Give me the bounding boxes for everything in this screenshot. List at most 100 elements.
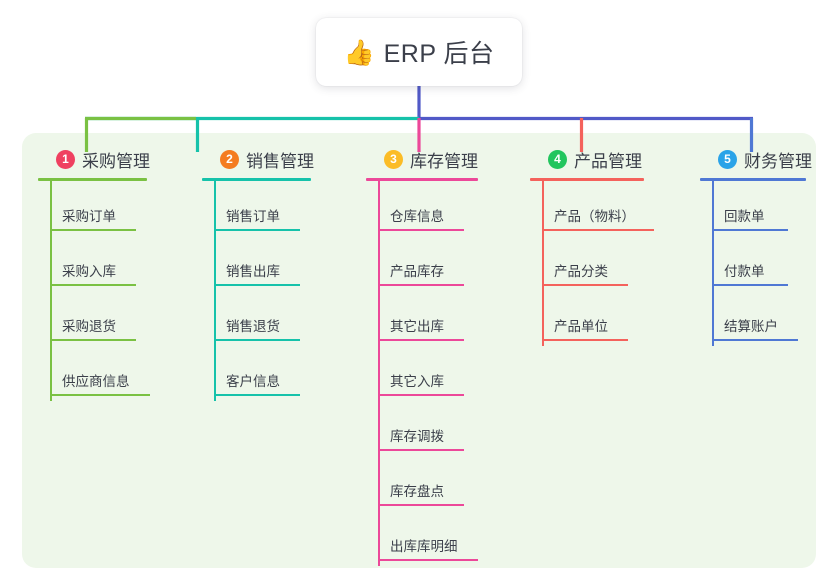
root-node[interactable]: 👍 ERP 后台	[316, 18, 522, 86]
list-item[interactable]: 仓库信息	[366, 181, 478, 236]
list-item[interactable]: 其它入库	[366, 346, 478, 401]
item-label: 其它出库	[390, 319, 444, 334]
branch-3-header[interactable]: 3 库存管理	[366, 146, 478, 172]
list-item[interactable]: 产品分类	[530, 236, 644, 291]
item-label: 采购订单	[62, 209, 116, 224]
branch-1-title: 采购管理	[82, 151, 150, 171]
branch-2: 2 销售管理 销售订单 销售出库 销售退货 客户信息	[202, 146, 314, 401]
branch-1-items: 采购订单 采购入库 采购退货 供应商信息	[38, 181, 150, 401]
item-rule	[214, 394, 300, 396]
list-item[interactable]: 产品单位	[530, 291, 644, 346]
item-label: 回款单	[724, 209, 765, 224]
list-item[interactable]: 销售出库	[202, 236, 312, 291]
list-item[interactable]: 采购订单	[38, 181, 148, 236]
list-item[interactable]: 采购退货	[38, 291, 148, 346]
branch-2-title: 销售管理	[246, 151, 314, 171]
list-item[interactable]: 库存调拨	[366, 401, 478, 456]
list-item[interactable]: 销售退货	[202, 291, 312, 346]
item-label: 产品库存	[390, 264, 444, 279]
item-rule	[712, 339, 798, 341]
branch-4-rule	[530, 178, 644, 181]
branch-1-badge: 1	[56, 149, 75, 169]
list-item[interactable]: 回款单	[700, 181, 806, 236]
item-rule	[378, 449, 464, 451]
item-label: 客户信息	[226, 374, 280, 389]
item-rule	[50, 339, 136, 341]
branch-5-rule	[700, 178, 806, 181]
item-label: 产品（物料）	[554, 209, 635, 224]
branch-4: 4 产品管理 产品（物料） 产品分类 产品单位	[530, 146, 654, 346]
item-label: 出库库明细	[390, 539, 458, 554]
item-label: 采购入库	[62, 264, 116, 279]
branch-5-items: 回款单 付款单 结算账户	[700, 181, 806, 346]
branch-1-rule	[38, 178, 147, 181]
item-label: 库存盘点	[390, 484, 444, 499]
branches-panel	[22, 133, 816, 568]
branch-4-badge: 4	[548, 149, 567, 169]
item-rule	[214, 229, 300, 231]
item-rule	[542, 339, 628, 341]
list-item[interactable]: 付款单	[700, 236, 806, 291]
item-rule	[214, 284, 300, 286]
item-label: 产品单位	[554, 319, 608, 334]
branch-5-title: 财务管理	[744, 151, 812, 171]
branch-5: 5 财务管理 回款单 付款单 结算账户	[700, 146, 812, 346]
item-label: 库存调拨	[390, 429, 444, 444]
list-item[interactable]: 产品库存	[366, 236, 478, 291]
item-label: 付款单	[724, 264, 765, 279]
item-rule	[712, 284, 788, 286]
item-rule	[50, 229, 136, 231]
branch-4-items: 产品（物料） 产品分类 产品单位	[530, 181, 654, 346]
item-rule	[542, 229, 654, 231]
branch-1: 1 采购管理 采购订单 采购入库 采购退货 供应商信息	[38, 146, 150, 401]
list-item[interactable]: 客户信息	[202, 346, 312, 401]
branch-5-spine	[712, 181, 714, 346]
list-item[interactable]: 出库库明细	[366, 511, 478, 566]
branch-4-header[interactable]: 4 产品管理	[530, 146, 644, 172]
branch-2-rule	[202, 178, 311, 181]
item-rule	[50, 394, 150, 396]
item-label: 供应商信息	[62, 374, 130, 389]
list-item[interactable]: 销售订单	[202, 181, 312, 236]
item-rule	[378, 229, 464, 231]
branch-4-spine	[542, 181, 544, 346]
item-rule	[214, 339, 300, 341]
item-rule	[378, 284, 464, 286]
item-rule	[378, 504, 464, 506]
item-rule	[50, 284, 136, 286]
list-item[interactable]: 库存盘点	[366, 456, 478, 511]
branch-3-title: 库存管理	[410, 151, 478, 171]
root-title: ERP 后台	[383, 40, 495, 68]
list-item[interactable]: 供应商信息	[38, 346, 150, 401]
list-item[interactable]: 结算账户	[700, 291, 806, 346]
item-label: 销售退货	[226, 319, 280, 334]
item-rule	[378, 394, 464, 396]
branch-1-spine	[50, 181, 52, 401]
list-item[interactable]: 采购入库	[38, 236, 148, 291]
branch-5-header[interactable]: 5 财务管理	[700, 146, 812, 172]
branch-1-header[interactable]: 1 采购管理	[38, 146, 150, 172]
item-rule	[542, 284, 628, 286]
item-rule	[378, 559, 478, 561]
item-rule	[378, 339, 464, 341]
branch-4-title: 产品管理	[574, 151, 642, 171]
branch-3-spine	[378, 181, 380, 566]
list-item[interactable]: 产品（物料）	[530, 181, 654, 236]
branch-5-badge: 5	[718, 149, 737, 169]
branch-3-badge: 3	[384, 149, 403, 169]
list-item[interactable]: 其它出库	[366, 291, 478, 346]
item-label: 销售订单	[226, 209, 280, 224]
thumbs-up-icon: 👍	[343, 38, 375, 67]
branch-2-items: 销售订单 销售出库 销售退货 客户信息	[202, 181, 312, 401]
item-rule	[712, 229, 788, 231]
branch-2-header[interactable]: 2 销售管理	[202, 146, 314, 172]
item-label: 仓库信息	[390, 209, 444, 224]
item-label: 采购退货	[62, 319, 116, 334]
branch-2-badge: 2	[220, 149, 239, 169]
branch-3: 3 库存管理 仓库信息 产品库存 其它出库 其它入库 库存调拨	[366, 146, 478, 566]
item-label: 产品分类	[554, 264, 608, 279]
branch-3-items: 仓库信息 产品库存 其它出库 其它入库 库存调拨 库存盘点	[366, 181, 478, 566]
branch-2-spine	[214, 181, 216, 401]
item-label: 销售出库	[226, 264, 280, 279]
